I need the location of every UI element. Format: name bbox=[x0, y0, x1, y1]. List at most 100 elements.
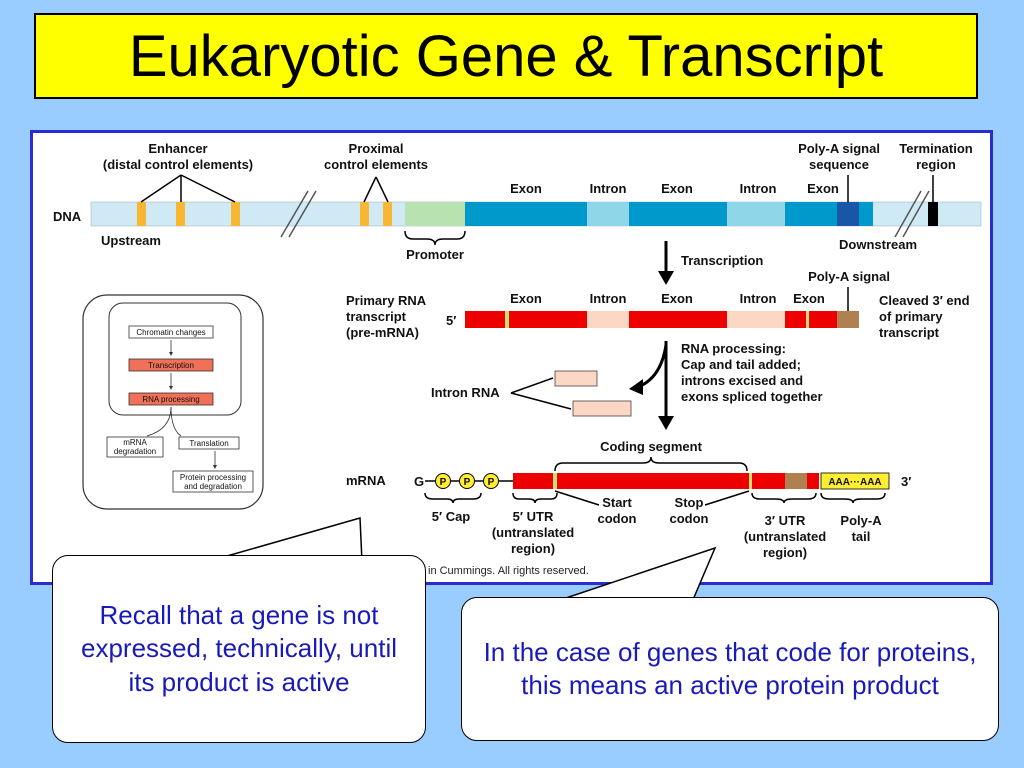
phosphate-label: P bbox=[488, 477, 495, 488]
five-cap-label: 5′ Cap bbox=[432, 509, 471, 524]
pre-mrna-label: (pre-mRNA) bbox=[346, 325, 419, 340]
dna-intron-label: Intron bbox=[590, 181, 627, 196]
upstream-label: Upstream bbox=[101, 233, 161, 248]
five-prime-label: 5′ bbox=[446, 313, 456, 328]
phosphate-label: P bbox=[440, 477, 447, 488]
left-callout-text: Recall that a gene is not expressed, tec… bbox=[80, 600, 397, 697]
dna-exon bbox=[465, 202, 587, 226]
pre-mrna-intron bbox=[587, 311, 629, 328]
enhancer-sub-label: (distal control elements) bbox=[103, 157, 253, 172]
utr5-label: region) bbox=[511, 541, 555, 556]
poly-a-seq-label: AAA···AAA bbox=[828, 477, 881, 488]
enhancer-element bbox=[231, 202, 240, 226]
start-codon-label: Start bbox=[602, 495, 632, 510]
inset-protein-box bbox=[172, 470, 254, 493]
inset-mrna-degradation-box bbox=[106, 436, 164, 458]
pre-mrna-poly-a-signal bbox=[837, 311, 859, 328]
poly-a-tail-seq bbox=[820, 472, 890, 490]
gene-diagram: DNA Enhancer (distal control elements) P… bbox=[53, 141, 982, 560]
dna-intron-label: Intron bbox=[740, 181, 777, 196]
termination-region-label: region bbox=[916, 157, 956, 172]
processing-label: introns excised and bbox=[681, 373, 803, 388]
phosphate-label: P bbox=[464, 477, 471, 488]
inset-chromatin-box bbox=[128, 325, 214, 339]
downstream-label: Downstream bbox=[839, 237, 917, 252]
pre-mrna-exon-label: Exon bbox=[510, 291, 542, 306]
inset-mrna-deg-label: mRNA bbox=[123, 438, 147, 447]
dna-exon bbox=[859, 202, 873, 226]
utr3-label: region) bbox=[763, 545, 807, 560]
stop-codon-label: codon bbox=[670, 511, 709, 526]
promoter-label: Promoter bbox=[406, 247, 464, 262]
pre-mrna-exon-label: Exon bbox=[661, 291, 693, 306]
intron-rna-piece bbox=[554, 370, 598, 387]
utr5-label: 5′ UTR bbox=[513, 509, 554, 524]
intron-rna-piece bbox=[572, 400, 632, 417]
copyright-text: in Cummings. All rights reserved. bbox=[428, 565, 589, 577]
poly-a-sequence-label: sequence bbox=[809, 157, 869, 172]
termination-label: Termination bbox=[899, 141, 972, 156]
inset-chromatin-label: Chromatin changes bbox=[136, 328, 205, 337]
dna-intron bbox=[587, 202, 629, 226]
enhancer-element bbox=[176, 202, 185, 226]
proximal-element bbox=[360, 202, 369, 226]
inset-transcription-label: Transcription bbox=[148, 361, 194, 370]
utr3-label: 3′ UTR bbox=[765, 513, 806, 528]
proximal-sub-label: control elements bbox=[324, 157, 428, 172]
inset-processing-box bbox=[128, 392, 214, 406]
utr5-label: (untranslated bbox=[492, 525, 574, 540]
inset-mrna-deg-label: degradation bbox=[114, 447, 156, 456]
proximal-element bbox=[383, 202, 392, 226]
inset-translation-label: Translation bbox=[189, 439, 228, 448]
pre-mrna-strand bbox=[465, 311, 859, 328]
dna-exon bbox=[629, 202, 727, 226]
inset-transcription-box bbox=[128, 358, 214, 372]
pre-mrna-label: Primary RNA bbox=[346, 293, 427, 308]
pre-mrna-intron-label: Intron bbox=[590, 291, 627, 306]
poly-a-tail-label: Poly-A bbox=[840, 513, 882, 528]
right-callout-text: In the case of genes that code for prote… bbox=[483, 636, 977, 700]
start-codon-label: codon bbox=[598, 511, 637, 526]
g-cap-label: G bbox=[414, 474, 424, 489]
dna-label: DNA bbox=[53, 209, 82, 224]
inset-translation-box bbox=[178, 436, 240, 450]
mrna-strand bbox=[513, 473, 819, 489]
dna-intron bbox=[727, 202, 785, 226]
left-callout: Recall that a gene is not expressed, tec… bbox=[52, 555, 426, 743]
gene-diagram-figure: DNA Enhancer (distal control elements) P… bbox=[30, 130, 993, 585]
termination-region bbox=[928, 202, 938, 226]
dna-exon-label: Exon bbox=[510, 181, 542, 196]
intron-rna-label: Intron RNA bbox=[431, 385, 500, 400]
inset-protein-label: Protein processing bbox=[180, 473, 246, 482]
promoter-region bbox=[405, 202, 465, 226]
processing-label: Cap and tail added; bbox=[681, 357, 801, 372]
cleaved-end-label: transcript bbox=[879, 325, 940, 340]
mrna-poly-a-signal bbox=[785, 473, 807, 489]
pre-mrna-poly-a-signal-label: Poly-A signal bbox=[808, 269, 890, 284]
transcription-label: Transcription bbox=[681, 253, 763, 268]
proximal-label: Proximal bbox=[349, 141, 404, 156]
cleaved-end-label: Cleaved 3′ end bbox=[879, 293, 970, 308]
inset-protein-label: and degradation bbox=[184, 482, 242, 491]
dna-exon bbox=[785, 202, 837, 226]
pre-mrna-intron-label: Intron bbox=[740, 291, 777, 306]
utr3-label: (untranslated bbox=[744, 529, 826, 544]
cleaved-end-label: of primary bbox=[879, 309, 943, 324]
enhancer-label: Enhancer bbox=[148, 141, 207, 156]
poly-a-signal-label: Poly-A signal bbox=[798, 141, 880, 156]
enhancer-element bbox=[137, 202, 146, 226]
dna-exon-label: Exon bbox=[661, 181, 693, 196]
pre-mrna-exon-label: Exon bbox=[793, 291, 825, 306]
processing-label: RNA processing: bbox=[681, 341, 786, 356]
inset-processing-label: RNA processing bbox=[142, 395, 199, 404]
stop-codon-label: Stop bbox=[675, 495, 704, 510]
title-banner: Eukaryotic Gene & Transcript bbox=[34, 13, 978, 99]
three-prime-label: 3′ bbox=[901, 474, 911, 489]
right-callout: In the case of genes that code for prote… bbox=[461, 597, 999, 741]
coding-segment-label: Coding segment bbox=[600, 439, 703, 454]
pre-mrna-intron bbox=[727, 311, 785, 328]
pre-mrna-label: transcript bbox=[346, 309, 407, 324]
mrna-label: mRNA bbox=[346, 473, 386, 488]
dna-exon-label: Exon bbox=[807, 181, 839, 196]
processing-label: exons spliced together bbox=[681, 389, 823, 404]
